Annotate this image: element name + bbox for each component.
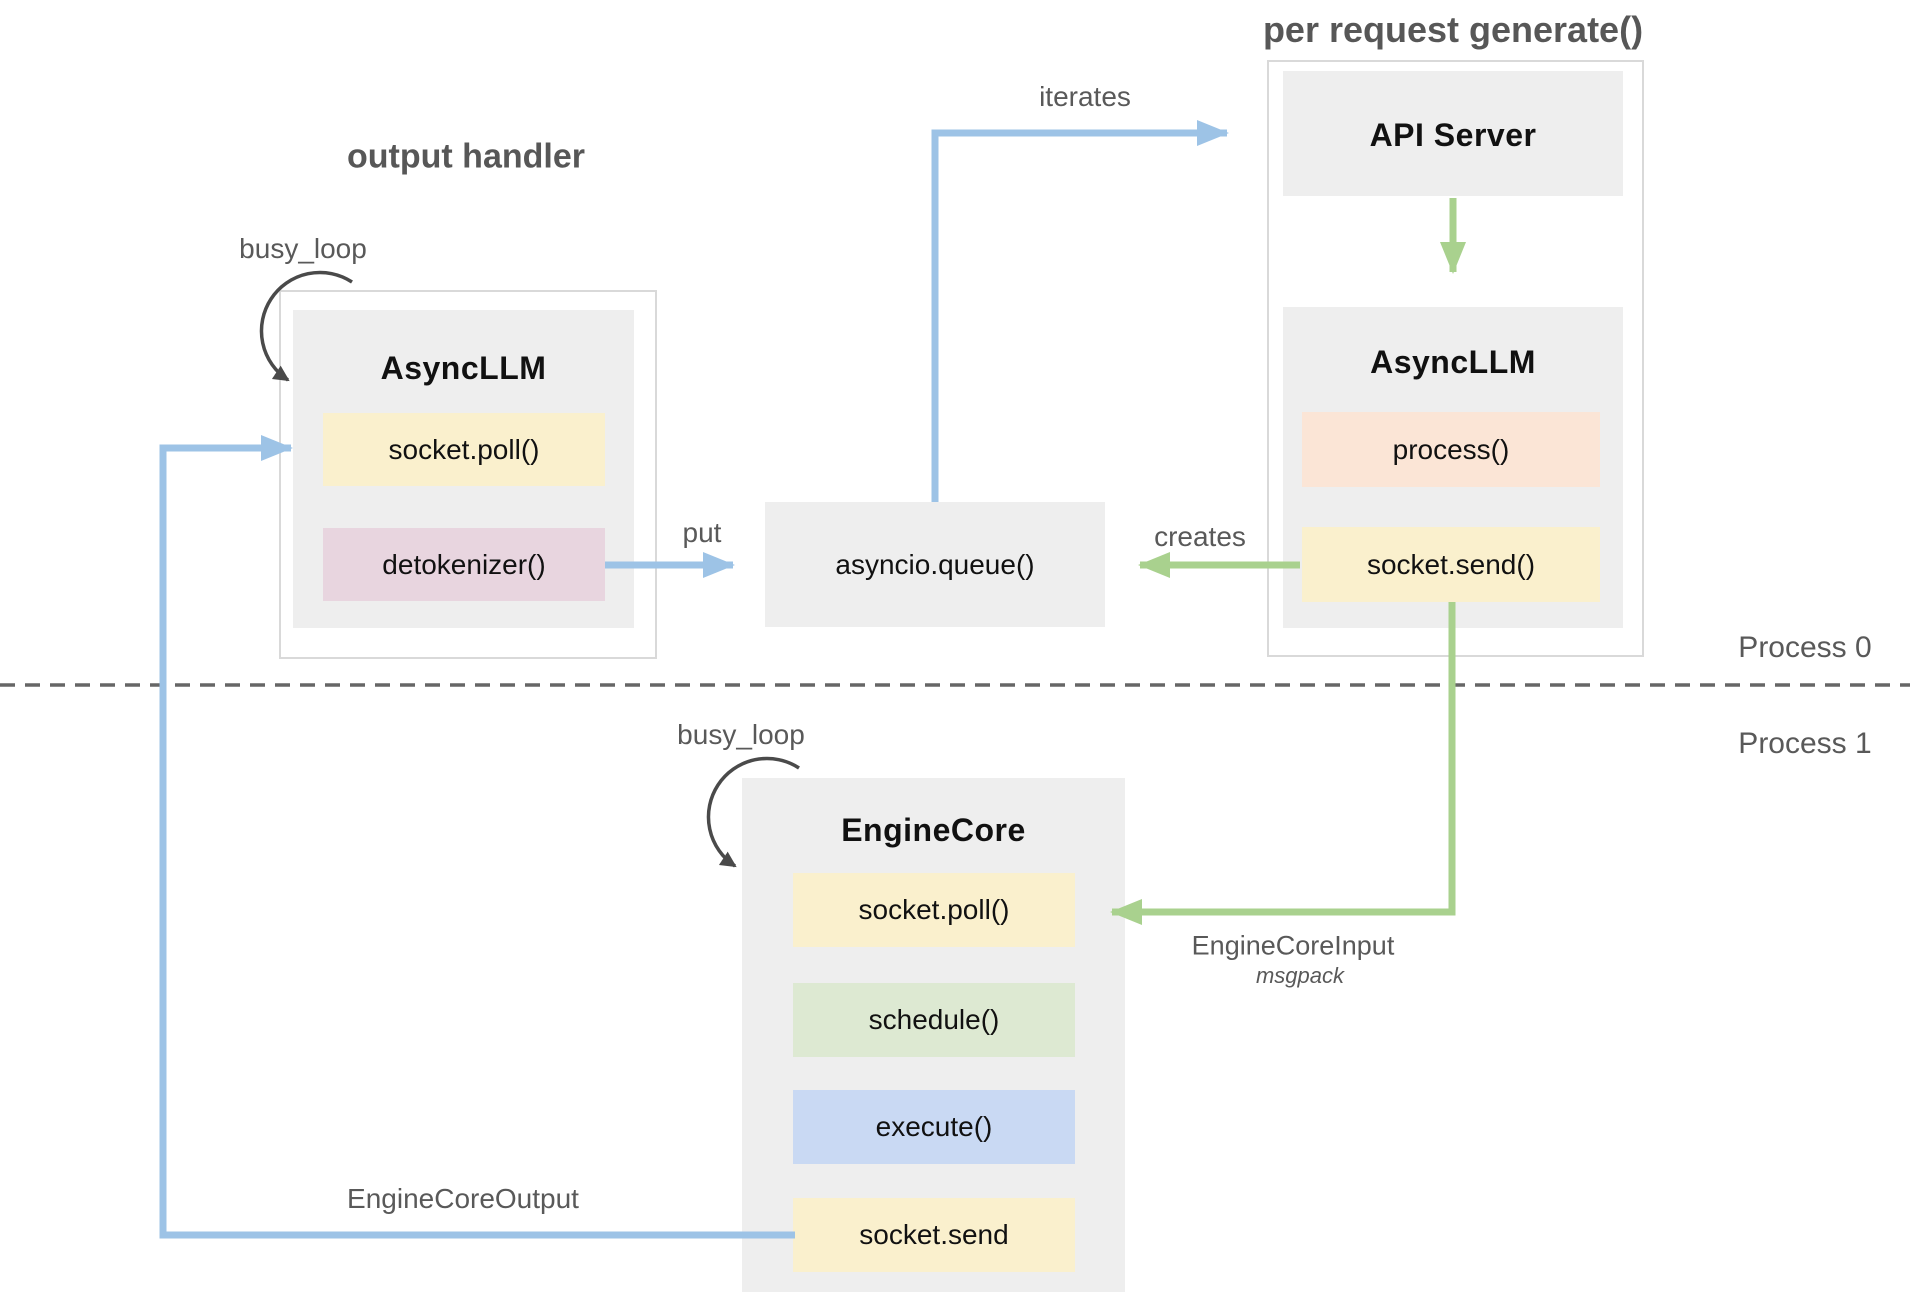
detokenizer-method: detokenizer() [323, 528, 605, 601]
engine-core-input-label: EngineCoreInput [1191, 930, 1395, 961]
asyncllm-left-title: AsyncLLM [380, 350, 547, 386]
api-server-box: API Server [1283, 71, 1623, 196]
asyncio-queue-box: asyncio.queue() [765, 502, 1105, 627]
process-1-label: Process 1 [1738, 727, 1872, 760]
socket-send-right-method: socket.send() [1302, 527, 1600, 602]
output-handler-header: output handler [347, 137, 585, 176]
put-label: put [682, 517, 722, 548]
creates-label: creates [1154, 521, 1246, 552]
engine-core-output-label: EngineCoreOutput [347, 1183, 579, 1214]
execute-method: execute() [793, 1090, 1075, 1164]
socket-poll-left-method: socket.poll() [323, 413, 605, 486]
engine-core-title: EngineCore [841, 812, 1026, 848]
iterates-arrow [931, 120, 1229, 502]
busy-loop-label-top: busy_loop [239, 233, 367, 264]
socket-send-engine-method: socket.send [793, 1198, 1075, 1272]
api-server-title: API Server [1369, 117, 1537, 153]
process-0-label: Process 0 [1738, 631, 1872, 664]
process-method: process() [1302, 412, 1600, 487]
msgpack-label: msgpack [1255, 963, 1345, 988]
schedule-method: schedule() [793, 983, 1075, 1057]
per-request-generate-header: per request generate() [1262, 9, 1644, 50]
iterates-label: iterates [1039, 81, 1131, 112]
socket-poll-engine-method: socket.poll() [793, 873, 1075, 947]
asyncllm-right-title: AsyncLLM [1370, 344, 1536, 380]
busy-loop-label-bottom: busy_loop [677, 719, 805, 750]
